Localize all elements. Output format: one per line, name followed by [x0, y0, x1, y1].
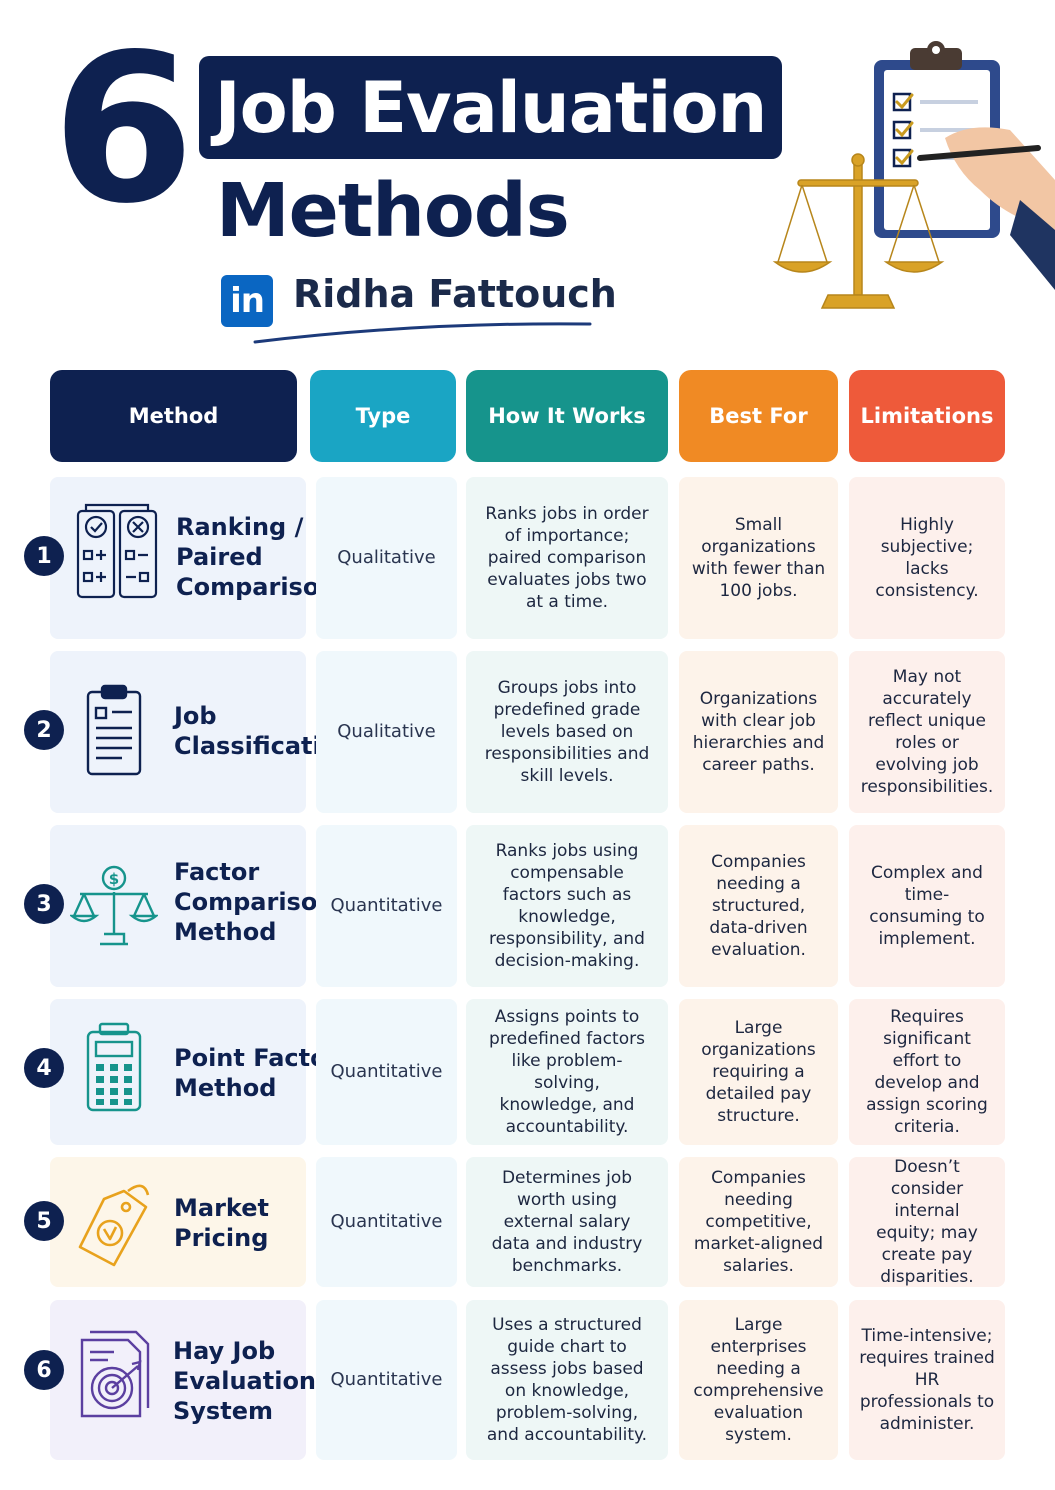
column-header-method: Method [50, 370, 297, 462]
row-number-badge: 2 [24, 710, 64, 750]
row-number-badge: 4 [24, 1048, 64, 1088]
row-number-badge: 1 [24, 536, 64, 576]
best-for-cell: Organizations with clear job hierarchies… [679, 651, 838, 813]
row-number-badge: 6 [24, 1350, 64, 1390]
type-cell: Qualitative [316, 651, 457, 813]
column-header-type: Type [310, 370, 456, 462]
row-number-badge: 5 [24, 1201, 64, 1241]
clipboard-icon [86, 684, 142, 776]
how-it-works-cell: Ranks jobs in order of importance; paire… [466, 477, 668, 639]
limitations-cell: May not accurately reflect unique roles … [849, 651, 1005, 813]
best-for-cell: Companies needing competitive, market-al… [679, 1157, 838, 1287]
type-cell: Quantitative [316, 825, 457, 987]
method-name: Market Pricing [174, 1194, 269, 1252]
page-subtitle: Methods [216, 168, 570, 254]
method-name: Point Factor Method [174, 1044, 339, 1102]
limitations-cell: Complex and time-consuming to implement. [849, 825, 1005, 987]
how-it-works-cell: Groups jobs into predefined grade levels… [466, 651, 668, 813]
how-it-works-cell: Uses a structured guide chart to assess … [466, 1300, 668, 1460]
method-name: Factor Comparison Method [174, 858, 335, 946]
best-for-cell: Large enterprises needing a comprehensiv… [679, 1300, 838, 1460]
method-cell [50, 825, 306, 987]
best-for-cell: Large organizations requiring a detailed… [679, 999, 838, 1145]
best-for-cell: Companies needing a structured, data-dri… [679, 825, 838, 987]
limitations-cell: Doesn’t consider internal equity; may cr… [849, 1157, 1005, 1287]
method-name: Hay Job Evaluation System [173, 1337, 317, 1425]
method-name: Ranking / Paired Comparison [176, 513, 337, 601]
column-header-best-for: Best For [679, 370, 838, 462]
method-cell [50, 651, 306, 813]
type-cell: Quantitative [316, 999, 457, 1145]
type-cell: Quantitative [316, 1300, 457, 1460]
author-underline [253, 322, 592, 344]
best-for-cell: Small organizations with fewer than 100 … [679, 477, 838, 639]
type-cell: Qualitative [316, 477, 457, 639]
column-header-how-it-works: How It Works [466, 370, 668, 462]
limitations-cell: Highly subjective; lacks consistency. [849, 477, 1005, 639]
author-name: Ridha Fattouch [293, 272, 617, 316]
svg-text:$: $ [109, 870, 119, 888]
how-it-works-cell: Assigns points to predefined factors lik… [466, 999, 668, 1145]
clipboard-scale-illustration [772, 41, 1055, 309]
big-number-six: 6 [52, 11, 195, 249]
linkedin-icon: in [221, 275, 273, 327]
limitations-cell: Requires significant effort to develop a… [849, 999, 1005, 1145]
dollar-scale-icon: $ [70, 865, 158, 946]
calculator-icon [86, 1022, 142, 1112]
limitations-cell: Time-intensive; requires trained HR prof… [849, 1300, 1005, 1460]
method-cell [50, 999, 306, 1145]
type-cell: Quantitative [316, 1157, 457, 1287]
target-document-icon [80, 1330, 150, 1418]
price-tag-icon [78, 1184, 150, 1267]
column-header-limitations: Limitations [849, 370, 1005, 462]
row-number-badge: 3 [24, 884, 64, 924]
how-it-works-cell: Ranks jobs using compensable factors suc… [466, 825, 668, 987]
ranking-checklist-icon [76, 503, 158, 599]
how-it-works-cell: Determines job worth using external sala… [466, 1157, 668, 1287]
page-title: Job Evaluation [199, 56, 782, 159]
